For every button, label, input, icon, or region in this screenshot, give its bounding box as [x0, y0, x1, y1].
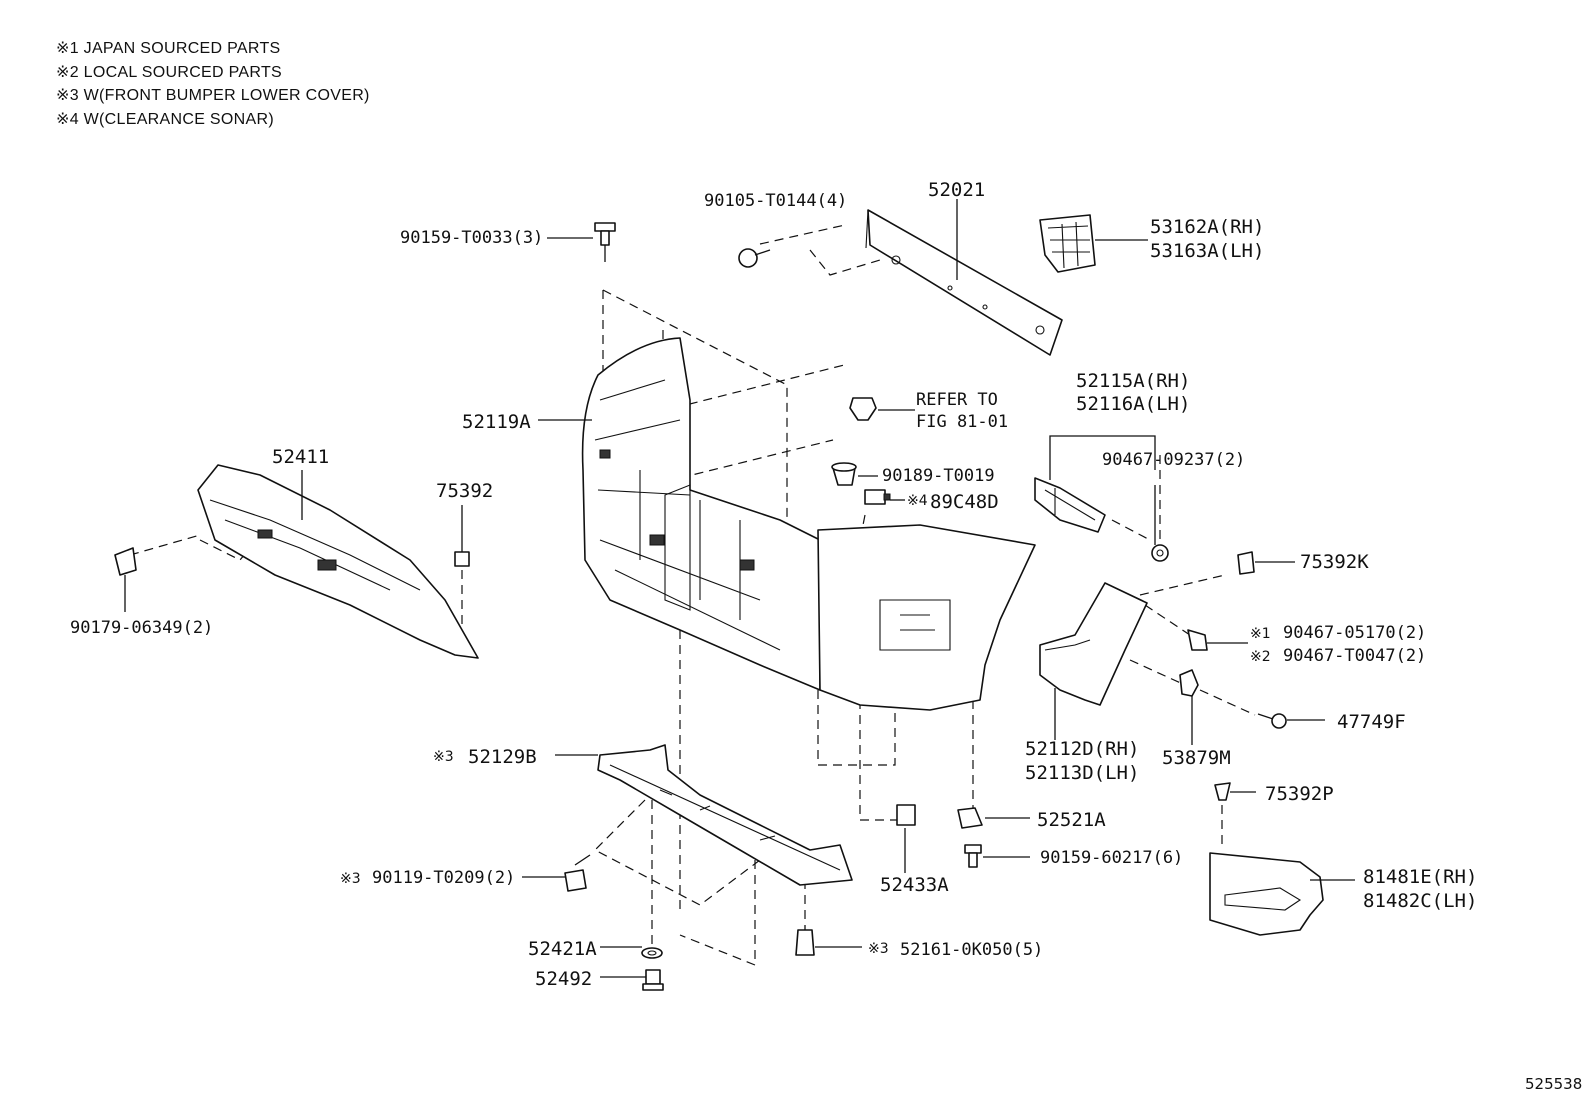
label-75392k: 75392K [1300, 551, 1369, 573]
label-90467-t0047: 90467-T0047(2) [1283, 646, 1426, 666]
label-75392p: 75392P [1265, 783, 1334, 805]
label-52492: 52492 [535, 968, 592, 990]
screw-47749f [1257, 713, 1287, 729]
bolt-90159-60217 [964, 844, 982, 868]
label-52116a: 52116A(LH) [1076, 393, 1190, 415]
label-75392: 75392 [436, 480, 493, 502]
fastener-90159-t0033 [594, 222, 616, 262]
label-90159-t0033: 90159-T0033(3) [400, 228, 543, 248]
bracket-52021 [865, 209, 1063, 356]
marker-2: ※2 [1250, 649, 1271, 665]
leader-lines [301, 199, 1355, 978]
label-53163a: 53163A(LH) [1150, 240, 1264, 262]
label-52119a: 52119A [462, 411, 531, 433]
part-labels: 52021 90105-T0144(4) 90159-T0033(3) 5316… [70, 179, 1582, 1093]
clip-90467-05170 [1187, 629, 1208, 651]
label-52433a: 52433A [880, 874, 949, 896]
clip-52161 [795, 925, 815, 956]
label-52161-0k050: 52161-0K050(5) [900, 940, 1043, 960]
washer-52421a [641, 947, 663, 959]
side-retainer-52112d [1039, 582, 1148, 706]
marker-3-52129b: ※3 [433, 749, 454, 765]
bolt-90119 [564, 854, 591, 892]
marker-3-52161: ※3 [868, 941, 889, 957]
bracket-52115a [1034, 477, 1106, 533]
bracket-53162a [1039, 214, 1096, 273]
label-refer-to: REFER TO [916, 390, 998, 410]
cover-81481e [1209, 852, 1324, 936]
label-52411: 52411 [272, 446, 329, 468]
label-47749f: 47749F [1337, 711, 1406, 733]
screw-90467-09237 [1151, 544, 1169, 562]
label-90467-05170: 90467-05170(2) [1283, 623, 1426, 643]
label-90159-60217: 90159-60217(6) [1040, 848, 1183, 868]
clip-52521a [957, 807, 983, 829]
pad-52433a [896, 804, 916, 826]
sonar-89c48d [864, 489, 891, 505]
marker-1: ※1 [1250, 626, 1271, 642]
clip-75392 [454, 505, 470, 567]
label-90189-t0019: 90189-T0019 [882, 466, 995, 486]
legend-notes: ※1 JAPAN SOURCED PARTS ※2 LOCAL SOURCED … [56, 37, 370, 131]
bumper-cover [817, 524, 1036, 711]
fastener-90105 [738, 248, 771, 268]
marker-3-90119: ※3 [340, 871, 361, 887]
label-89c48d: 89C48D [930, 491, 999, 513]
label-90179-06349: 90179-06349(2) [70, 618, 213, 638]
note-lower-cover: ※3 W(FRONT BUMPER LOWER COVER) [56, 87, 370, 104]
label-53879m: 53879M [1162, 747, 1231, 769]
clip-90179 [114, 547, 137, 612]
bumper-reinforcement-52119a [581, 337, 821, 691]
label-53162a: 53162A(RH) [1150, 216, 1264, 238]
figure-number: 525538 [1525, 1075, 1582, 1093]
label-81481e: 81481E(RH) [1363, 866, 1477, 888]
label-52112d: 52112D(RH) [1025, 738, 1139, 760]
clip-refer [849, 397, 877, 421]
clip-75392p [1214, 782, 1231, 801]
clip-75392k [1237, 551, 1255, 575]
nut-52492 [642, 969, 664, 991]
label-52421a: 52421A [528, 938, 597, 960]
label-fig-81-01: FIG 81-01 [916, 412, 1008, 432]
label-90119-t0209: 90119-T0209(2) [372, 868, 515, 888]
label-52129b: 52129B [468, 746, 537, 768]
marker-4: ※4 [907, 493, 928, 509]
clip-90189 [831, 462, 857, 486]
label-90467-09237: 90467-09237(2) [1102, 450, 1245, 470]
lower-cover-52411 [197, 464, 479, 659]
label-52113d: 52113D(LH) [1025, 762, 1139, 784]
label-52521a: 52521A [1037, 809, 1106, 831]
lower-support-52129b [597, 744, 853, 886]
nut-53879m [1179, 669, 1199, 697]
label-90105-t0144: 90105-T0144(4) [704, 191, 847, 211]
label-52115a: 52115A(RH) [1076, 370, 1190, 392]
label-52021: 52021 [928, 179, 985, 201]
label-81482c: 81482C(LH) [1363, 890, 1477, 912]
note-clearance-sonar: ※4 W(CLEARANCE SONAR) [56, 110, 274, 128]
note-japan-sourced: ※1 JAPAN SOURCED PARTS [56, 40, 281, 57]
note-local-sourced: ※2 LOCAL SOURCED PARTS [56, 63, 282, 81]
